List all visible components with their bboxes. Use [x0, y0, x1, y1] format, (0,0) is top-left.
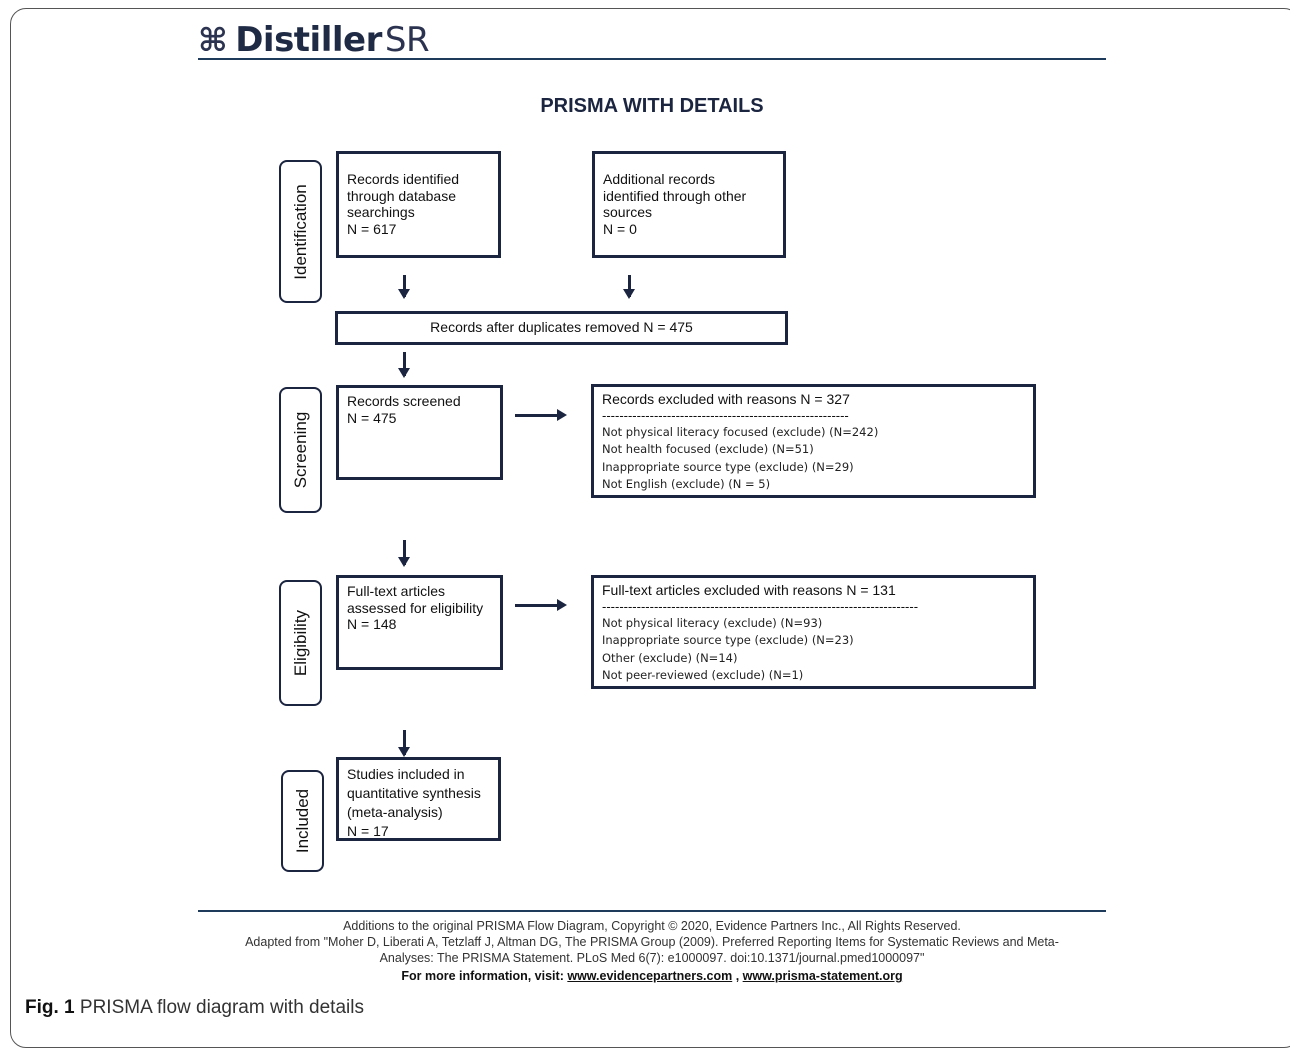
- more-info-line: For more information, visit: www.evidenc…: [200, 968, 1104, 985]
- box-line: (meta-analysis): [347, 804, 443, 820]
- right-arrow-icon: [515, 599, 567, 611]
- fulltext-assessed-box: Full-text articles assessed for eligibil…: [336, 575, 503, 670]
- phase-eligibility: Eligibility: [279, 580, 322, 706]
- caption-text: PRISMA flow diagram with details: [74, 997, 364, 1018]
- down-arrow-icon: [398, 540, 410, 567]
- exclusion-reason: Not English (exclude) (N = 5): [602, 477, 771, 492]
- exclusion-reason: Inappropriate source type (exclude) (N=2…: [602, 633, 854, 648]
- command-icon: ⌘: [198, 21, 228, 59]
- citation-line-2: Analyses: The PRISMA Statement. PLoS Med…: [379, 951, 925, 965]
- excluded-heading: Full-text articles excluded with reasons…: [602, 582, 896, 598]
- exclusion-reason: Not peer-reviewed (exclude) (N=1): [602, 668, 804, 683]
- phase-screening-label: Screening: [290, 411, 310, 489]
- diagram-title: PRISMA WITH DETAILS: [540, 95, 764, 117]
- box-line: N = 475: [347, 409, 397, 426]
- down-arrow-icon: [398, 275, 410, 299]
- down-arrow-icon: [398, 730, 410, 757]
- exclusion-reason: Not health focused (exclude) (N=51): [602, 442, 814, 457]
- more-info-label: For more information, visit:: [401, 969, 568, 983]
- logo-suffix-text: SR: [384, 20, 430, 60]
- figure-caption: Fig. 1 PRISMA flow diagram with details: [25, 997, 364, 1019]
- box-line: N = 0: [603, 220, 637, 237]
- down-arrow-icon: [398, 352, 410, 378]
- box-line: through database: [347, 187, 456, 204]
- citation-line-1: Adapted from "Moher D, Liberati A, Tetzl…: [245, 935, 1059, 949]
- caption-label: Fig. 1: [25, 997, 75, 1018]
- box-line: quantitative synthesis: [347, 785, 481, 801]
- phase-identification-label: Identification: [290, 183, 310, 280]
- box-line: Records identified: [347, 171, 460, 187]
- database-records-box: Records identified through database sear…: [336, 151, 501, 258]
- box-line: N = 617: [347, 220, 397, 237]
- evidencepartners-link[interactable]: www.evidencepartners.com: [567, 969, 733, 983]
- logo-main-text: Distiller: [235, 20, 382, 60]
- excluded-divider: ----------------------------------------…: [602, 599, 919, 614]
- studies-included-box: Studies included in quantitative synthes…: [336, 757, 501, 841]
- right-arrow-icon: [515, 409, 567, 421]
- exclusion-reason: Inappropriate source type (exclude) (N=2…: [602, 459, 854, 474]
- box-line: N = 148: [347, 616, 397, 632]
- exclusion-reason: Other (exclude) (N=14): [602, 650, 738, 665]
- fulltext-excluded-box: Full-text articles excluded with reasons…: [591, 575, 1036, 689]
- box-line: identified through other: [603, 187, 747, 204]
- box-line: searchings: [347, 204, 415, 220]
- phase-included: Included: [281, 770, 324, 872]
- phase-included-label: Included: [292, 788, 312, 854]
- after-duplicates-box: Records after duplicates removed N = 475: [335, 311, 788, 345]
- distillersr-logo: ⌘ Distiller SR: [198, 18, 430, 62]
- footer-rule: [198, 910, 1106, 912]
- records-excluded-box: Records excluded with reasons N = 327 --…: [591, 384, 1036, 498]
- after-duplicates-text: Records after duplicates removed N = 475: [430, 319, 693, 335]
- excluded-heading: Records excluded with reasons N = 327: [602, 391, 850, 407]
- phase-identification: Identification: [279, 160, 322, 303]
- link-separator: ,: [732, 969, 743, 983]
- exclusion-reason: Not physical literacy (exclude) (N=93): [602, 616, 823, 630]
- copyright-note: Additions to the original PRISMA Flow Di…: [343, 919, 961, 933]
- phase-screening: Screening: [279, 387, 322, 513]
- records-screened-box: Records screened N = 475: [336, 385, 503, 480]
- header-rule: [198, 58, 1106, 60]
- box-line: sources: [603, 204, 653, 220]
- phase-eligibility-label: Eligibility: [290, 609, 310, 677]
- box-line: N = 17: [347, 823, 389, 839]
- excluded-divider: ----------------------------------------…: [602, 408, 849, 423]
- box-line: assessed for eligibility: [347, 599, 484, 616]
- down-arrow-icon: [623, 275, 635, 299]
- exclusion-reason: Not physical literacy focused (exclude) …: [602, 425, 879, 439]
- box-line: Full-text articles: [347, 583, 446, 599]
- prisma-statement-link[interactable]: www.prisma-statement.org: [742, 969, 903, 983]
- box-line: Studies included in: [347, 766, 465, 782]
- box-line: Additional records: [603, 171, 716, 187]
- other-records-box: Additional records identified through ot…: [592, 151, 786, 258]
- box-line: Records screened: [347, 393, 461, 409]
